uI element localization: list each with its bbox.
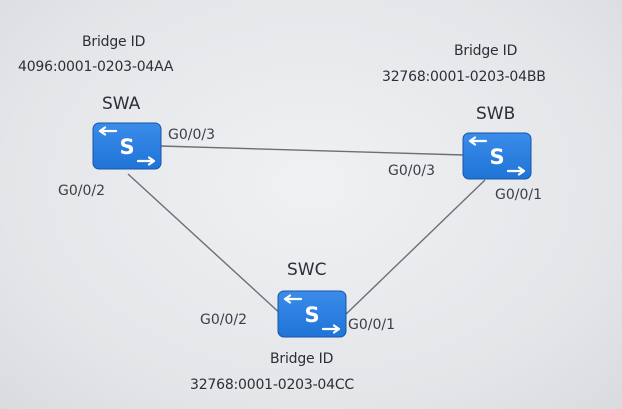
swa-bridge-id-value: 4096:0001-0203-04AA xyxy=(18,59,174,75)
swc-name: SWC xyxy=(287,260,327,280)
svg-text:S: S xyxy=(304,303,319,327)
link-swa-swb xyxy=(159,145,465,156)
port-swc-g002: G0/0/2 xyxy=(200,312,248,328)
swa-name: SWA xyxy=(102,94,141,114)
port-swb-g003: G0/0/3 xyxy=(388,163,436,179)
swc-bridge-id-value: 32768:0001-0203-04CC xyxy=(190,377,354,393)
link-swb-swc xyxy=(343,179,486,317)
swb-name: SWB xyxy=(476,104,516,124)
port-swa-g003: G0/0/3 xyxy=(168,127,216,143)
swc-bridge-id-label: Bridge ID xyxy=(270,351,334,367)
link-swa-swc xyxy=(127,173,284,317)
swa-switch-icon: S xyxy=(92,122,162,170)
swb-bridge-id-label: Bridge ID xyxy=(454,43,518,59)
port-swc-g001: G0/0/1 xyxy=(348,317,396,333)
swb-bridge-id-value: 32768:0001-0203-04BB xyxy=(382,69,546,85)
swa-bridge-id-label: Bridge ID xyxy=(82,34,146,50)
svg-text:S: S xyxy=(489,145,504,169)
svg-text:S: S xyxy=(119,135,134,159)
swc-switch-icon: S xyxy=(277,290,347,338)
port-swa-g002: G0/0/2 xyxy=(58,183,106,199)
port-swb-g001: G0/0/1 xyxy=(495,187,543,203)
swb-switch-icon: S xyxy=(462,132,532,180)
